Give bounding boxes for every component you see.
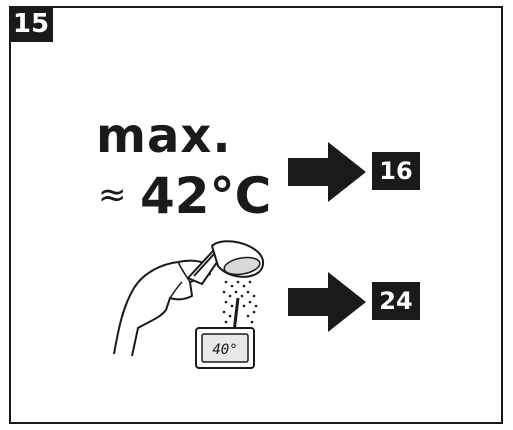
approx-symbol: ≈: [98, 180, 127, 210]
right-arrow-icon: [288, 272, 366, 332]
temperature-label: 42°C: [140, 168, 271, 224]
step-number-badge: 15: [9, 6, 53, 42]
reference-badge-lower: 24: [372, 282, 420, 320]
thermometer-display: 40°: [212, 342, 237, 358]
hand-shower-thermometer-illustration: 40°: [108, 236, 268, 376]
right-arrow-icon: [288, 142, 366, 202]
reference-badge-upper: 16: [372, 152, 420, 190]
max-label: max.: [96, 110, 232, 162]
